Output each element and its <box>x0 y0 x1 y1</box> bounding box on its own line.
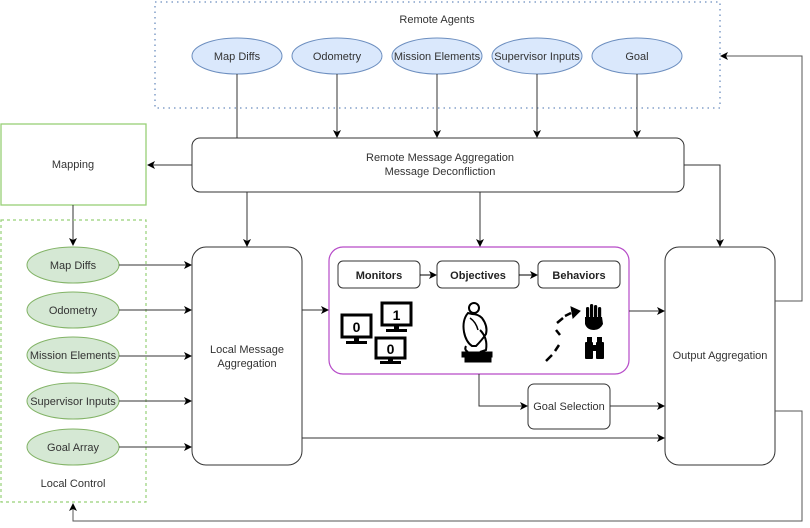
thinker-statue-icon <box>461 302 493 363</box>
remote-node-goal[interactable]: Goal <box>591 37 683 75</box>
svg-text:0: 0 <box>387 341 395 357</box>
svg-text:Supervisor Inputs: Supervisor Inputs <box>30 396 116 408</box>
svg-text:Map Diffs: Map Diffs <box>50 260 97 272</box>
remote-agent-nodes: Map Diffs Odometry Mission Elements Supe… <box>191 37 683 75</box>
output-aggregation-box[interactable]: Output Aggregation <box>664 246 776 466</box>
svg-text:Goal: Goal <box>625 51 648 63</box>
local-connectors <box>119 261 192 451</box>
svg-text:Aggregation: Aggregation <box>217 358 276 370</box>
local-node-odometry[interactable]: Odometry <box>26 291 120 329</box>
local-control-title: Local Control <box>41 478 106 490</box>
svg-text:Map Diffs: Map Diffs <box>214 51 261 63</box>
svg-text:Supervisor Inputs: Supervisor Inputs <box>494 51 580 63</box>
remote-message-aggregation-box[interactable]: Remote Message Aggregation Message Decon… <box>191 137 685 193</box>
svg-text:Mapping: Mapping <box>52 159 94 171</box>
goal-selection-box[interactable]: Goal Selection <box>527 383 611 430</box>
remote-connectors <box>236 74 641 138</box>
arrow-remote-to-output <box>684 164 724 247</box>
remote-node-odometry[interactable]: Odometry <box>291 37 383 75</box>
local-node-goal-array[interactable]: Goal Array <box>26 428 120 466</box>
local-control-nodes: Map Diffs Odometry Mission Elements Supe… <box>26 246 120 466</box>
feedback-to-remote-agents <box>720 52 803 302</box>
remote-agents-title: Remote Agents <box>399 14 475 26</box>
stop-hand-icon <box>585 304 603 330</box>
dashed-path-arrow-icon <box>545 306 581 362</box>
step-objectives[interactable]: Objectives <box>436 260 520 289</box>
mapping-box[interactable]: Mapping <box>0 123 147 206</box>
binoculars-icon <box>585 337 604 359</box>
svg-text:Remote Message Aggregation: Remote Message Aggregation <box>366 152 514 164</box>
remote-node-map-diffs[interactable]: Map Diffs <box>191 37 283 75</box>
arrow-decision-to-goal-selection <box>478 374 528 410</box>
svg-text:Mission Elements: Mission Elements <box>394 51 481 63</box>
svg-text:Output Aggregation: Output Aggregation <box>673 350 768 362</box>
local-node-supervisor-inputs[interactable]: Supervisor Inputs <box>26 382 120 420</box>
svg-text:1: 1 <box>393 307 401 323</box>
monitor-icon: 0 <box>340 313 373 344</box>
svg-text:Monitors: Monitors <box>356 270 402 282</box>
step-behaviors[interactable]: Behaviors <box>537 260 621 289</box>
feedback-to-local-control <box>69 410 803 522</box>
svg-text:Goal Selection: Goal Selection <box>533 401 605 413</box>
remote-node-mission-elements[interactable]: Mission Elements <box>391 37 483 75</box>
svg-text:Goal Array: Goal Array <box>47 442 99 454</box>
svg-text:Odometry: Odometry <box>313 51 362 63</box>
svg-text:Local Message: Local Message <box>210 344 284 356</box>
monitor-icon: 1 <box>380 301 413 332</box>
local-node-map-diffs[interactable]: Map Diffs <box>26 246 120 284</box>
local-node-mission-elements[interactable]: Mission Elements <box>26 336 120 374</box>
step-monitors[interactable]: Monitors <box>337 260 421 289</box>
svg-text:0: 0 <box>353 319 361 335</box>
svg-text:Message Deconfliction: Message Deconfliction <box>385 166 496 178</box>
svg-text:Odometry: Odometry <box>49 305 98 317</box>
remote-node-supervisor-inputs[interactable]: Supervisor Inputs <box>491 37 583 75</box>
local-message-aggregation-box[interactable]: Local Message Aggregation <box>191 246 303 466</box>
svg-text:Objectives: Objectives <box>450 270 506 282</box>
svg-text:Mission Elements: Mission Elements <box>30 350 117 362</box>
svg-text:Behaviors: Behaviors <box>552 270 605 282</box>
local-control-container <box>0 219 147 503</box>
monitor-icon: 0 <box>374 336 407 364</box>
